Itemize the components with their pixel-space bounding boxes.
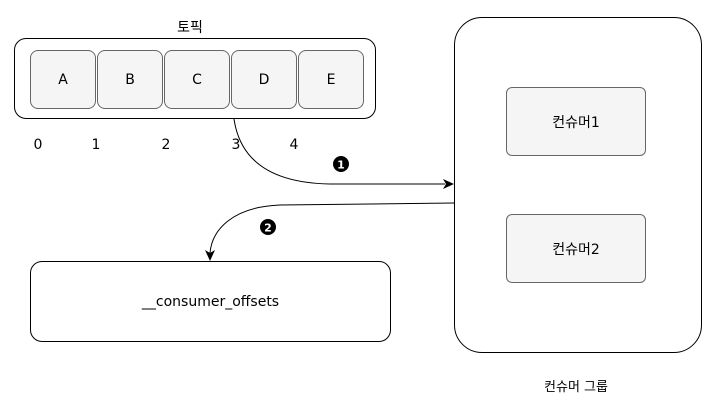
offset-label-2: 2 — [161, 137, 171, 153]
step-1-label: 1 — [337, 159, 345, 172]
consumer-2-box: 컨슈머2 — [506, 214, 646, 283]
consumer-group-container — [454, 17, 702, 353]
fetch-arrowhead — [443, 179, 454, 189]
consumer-group-label: 컨슈머 그룹 — [544, 380, 608, 395]
consumer-offsets-box: __consumer_offsets — [30, 261, 391, 342]
topic-title: 토픽 — [177, 20, 203, 36]
offset-label-0: 0 — [33, 137, 43, 153]
message-cell-b: B — [97, 50, 163, 109]
consumer-1-box: 컨슈머1 — [506, 87, 646, 156]
offset-label-1: 1 — [91, 137, 101, 153]
step-1-marker: 1 — [333, 156, 349, 172]
fetch-arrow — [233, 118, 445, 185]
message-cell-c: C — [164, 50, 230, 109]
message-cell-e: E — [298, 50, 364, 109]
step-2-label: 2 — [264, 222, 272, 235]
offset-label-4: 4 — [289, 137, 299, 153]
consumer-offsets-label: __consumer_offsets — [141, 293, 280, 310]
message-cell-d: D — [231, 50, 297, 109]
message-cell-a: A — [30, 50, 96, 109]
commit-arrowhead — [205, 250, 215, 261]
commit-arrow — [209, 202, 455, 254]
step-2-marker: 2 — [260, 219, 276, 235]
offset-label-3: 3 — [231, 137, 241, 153]
